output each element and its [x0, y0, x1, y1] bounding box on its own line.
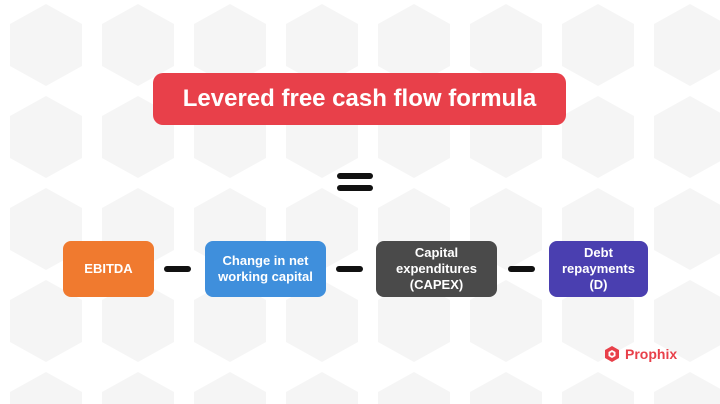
debt-repayments-label: Debt repayments (D) [562, 245, 635, 292]
ebitda-label: EBITDA [84, 261, 133, 276]
minus-sign-1 [164, 266, 191, 272]
change-in-net-working-capital-label: Change in net working capital [218, 253, 313, 284]
minus-sign-3 [508, 266, 535, 272]
ebitda-box: EBITDA [63, 241, 154, 297]
prophix-logo-icon [605, 346, 619, 362]
prophix-brand: Prophix [603, 345, 677, 363]
brand-name: Prophix [625, 346, 678, 362]
capital-expenditures-label: Capital expenditures (CAPEX) [396, 245, 477, 292]
minus-sign-2 [336, 266, 363, 272]
debt-repayments-box: Debt repayments (D) [549, 241, 648, 297]
equals-sign [337, 173, 373, 193]
formula-title: Levered free cash flow formula [153, 73, 566, 125]
change-in-net-working-capital-box: Change in net working capital [205, 241, 326, 297]
capital-expenditures-box: Capital expenditures (CAPEX) [376, 241, 497, 297]
